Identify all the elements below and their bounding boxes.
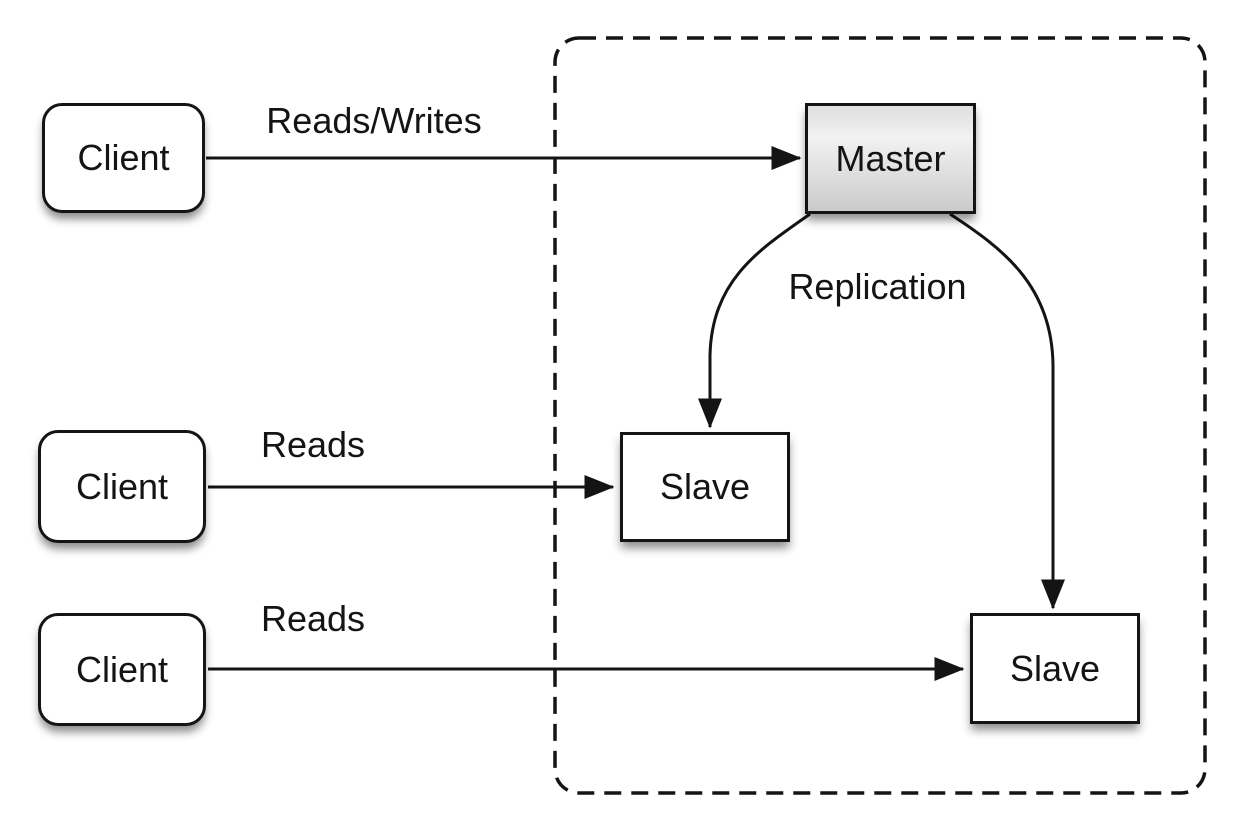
node-master-label: Master — [835, 137, 946, 179]
node-slave-1: Slave — [620, 432, 790, 542]
edge-label-reads-middle: Reads — [260, 424, 366, 465]
node-slave-2: Slave — [970, 613, 1140, 724]
node-client-3-label: Client — [75, 648, 169, 690]
node-slave-2-label: Slave — [1009, 647, 1101, 689]
edge-label-reads-bottom: Reads — [260, 598, 366, 639]
node-slave-1-label: Slave — [659, 466, 751, 507]
node-master: Master — [805, 103, 976, 214]
replication-cluster-border — [553, 36, 1207, 795]
edge-master-to-slave2-replication — [949, 212, 1065, 610]
node-client-3: Client — [38, 613, 206, 726]
edge-master-to-slave1-replication — [698, 212, 811, 429]
edge-label-replication: Replication — [788, 266, 967, 307]
node-client-1-label: Client — [77, 137, 170, 178]
node-client-2-label: Client — [75, 465, 169, 507]
node-client-2: Client — [38, 430, 206, 543]
edge-label-reads-writes: Reads/Writes — [266, 100, 482, 141]
node-client-1: Client — [42, 103, 205, 213]
